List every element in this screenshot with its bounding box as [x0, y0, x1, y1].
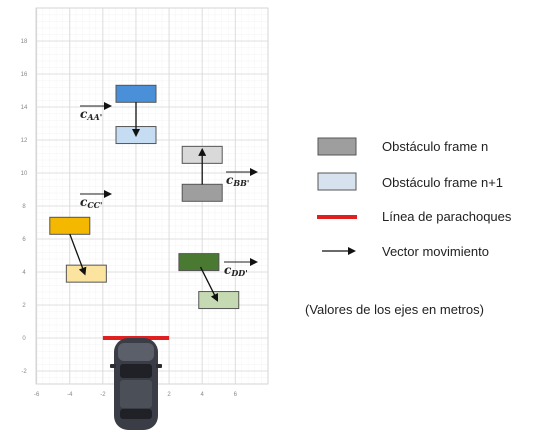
- legend-label-bumper: Línea de parachoques: [382, 209, 512, 224]
- obstacle-a-frame-n: [115, 84, 157, 103]
- vector-label-cc: cCC': [80, 190, 112, 210]
- x-tick-label: 4: [201, 392, 205, 398]
- y-tick-label: 12: [21, 138, 28, 144]
- svg-text:cBB': cBB': [226, 173, 249, 188]
- y-tick-label: 2: [22, 303, 26, 309]
- car-icon: [110, 338, 162, 430]
- obstacle-d-frame-n: [178, 253, 220, 272]
- motion-vectors: [69, 102, 218, 302]
- x-tick-label: -4: [67, 392, 73, 398]
- svg-text:cAA': cAA': [80, 107, 102, 122]
- y-tick-label: 6: [22, 237, 26, 243]
- vector-label-bb: cBB': [226, 168, 258, 188]
- motion-vector-arrow: [199, 266, 218, 302]
- y-tick-label: 8: [22, 204, 26, 210]
- y-tick-label: 0: [22, 336, 26, 342]
- vector-label-aa: cAA': [80, 102, 112, 122]
- vector-label-dd: cDD': [224, 258, 258, 278]
- obstacle-c-frame-n1: [65, 264, 107, 283]
- legend-swatch-frame-n1: [317, 172, 357, 191]
- y-tick-label: 16: [21, 72, 28, 78]
- legend-label-vector: Vector movimiento: [382, 244, 489, 259]
- svg-text:cCC': cCC': [80, 195, 103, 210]
- legend-swatch-frame-n: [317, 137, 357, 156]
- obstacle-d-frame-n1: [198, 291, 240, 310]
- y-tick-label: 14: [21, 105, 28, 111]
- x-tick-label: -2: [100, 392, 106, 398]
- units-note: (Valores de los ejes en metros): [305, 302, 484, 317]
- legend-label-frame-n1: Obstáculo frame n+1: [382, 175, 504, 190]
- obstacle-b-frame-n: [181, 183, 223, 202]
- major-grid: [36, 8, 268, 384]
- y-tick-label: -2: [21, 369, 27, 375]
- y-tick-label: 18: [21, 39, 28, 45]
- legend-label-frame-n: Obstáculo frame n: [382, 139, 489, 154]
- plot-background: [35, 7, 269, 385]
- x-tick-label: -6: [34, 392, 40, 398]
- obstacle-c-frame-n: [49, 216, 91, 235]
- x-tick-label: 2: [167, 392, 171, 398]
- obstacles: [49, 84, 240, 310]
- y-tick-label: 10: [21, 171, 28, 177]
- motion-vector-arrow: [69, 233, 87, 276]
- y-tick-label: 4: [22, 270, 26, 276]
- x-tick-label: 6: [234, 392, 238, 398]
- svg-text:cDD': cDD': [224, 263, 248, 278]
